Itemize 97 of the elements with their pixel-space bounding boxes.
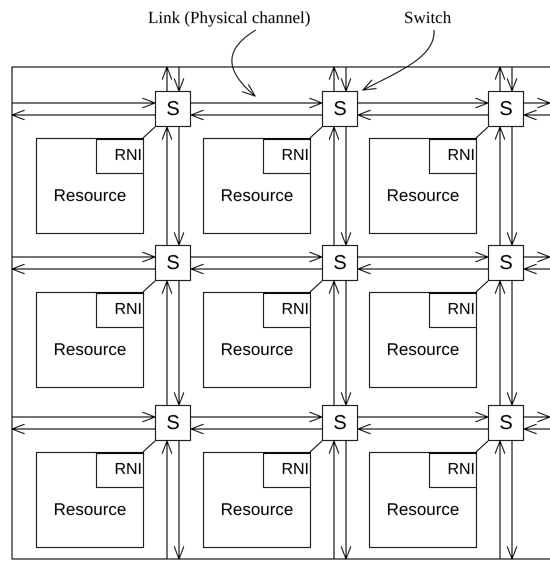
connector-line bbox=[476, 440, 488, 452]
arrow bbox=[328, 126, 340, 246]
arrow bbox=[506, 66, 518, 92]
resource-box bbox=[203, 292, 311, 388]
switch-box: S bbox=[488, 405, 524, 441]
resource-label: Resource bbox=[52, 186, 128, 206]
connector-line bbox=[476, 280, 488, 292]
arrow bbox=[358, 110, 488, 120]
interface-box: RNI bbox=[429, 139, 477, 174]
resource-label: Resource bbox=[386, 340, 460, 360]
arrow bbox=[494, 126, 506, 246]
resource-box bbox=[36, 292, 144, 388]
arrow bbox=[12, 252, 156, 262]
arrow bbox=[174, 440, 184, 560]
switch-box: S bbox=[155, 405, 191, 441]
connector-line bbox=[310, 440, 322, 452]
switch-box: S bbox=[322, 91, 358, 127]
arrow bbox=[162, 440, 172, 560]
resource-box bbox=[203, 452, 311, 548]
leader-line bbox=[231, 30, 256, 96]
arrow bbox=[358, 412, 488, 422]
resource-label: Resource bbox=[52, 500, 128, 520]
connector-line bbox=[142, 126, 156, 138]
interface-box: RNI bbox=[96, 453, 144, 488]
switch-box: S bbox=[322, 245, 358, 281]
arrow bbox=[190, 98, 322, 108]
arrow bbox=[328, 280, 340, 406]
resource-box bbox=[36, 452, 144, 548]
resource-label: Resource bbox=[386, 500, 460, 520]
arrow bbox=[494, 440, 506, 560]
arrow bbox=[12, 110, 156, 120]
interface-box: RNI bbox=[263, 139, 311, 174]
arrow bbox=[494, 66, 506, 92]
arrow bbox=[328, 66, 340, 92]
connector-line bbox=[142, 280, 156, 292]
arrow bbox=[506, 440, 518, 560]
switch-box: S bbox=[155, 91, 191, 127]
arrow bbox=[190, 110, 322, 120]
resource-label: Resource bbox=[52, 340, 128, 360]
arrow bbox=[358, 264, 488, 274]
resource-box bbox=[369, 292, 477, 388]
arrow bbox=[162, 280, 172, 406]
arrow bbox=[340, 440, 352, 560]
arrow bbox=[190, 264, 322, 274]
interface-box: RNI bbox=[429, 293, 477, 328]
arrow bbox=[524, 110, 550, 120]
switch-box: S bbox=[155, 245, 191, 281]
arrow bbox=[524, 98, 550, 108]
arrow bbox=[524, 252, 550, 262]
resource-box bbox=[369, 452, 477, 548]
resource-label: Resource bbox=[220, 500, 294, 520]
connector-line bbox=[310, 126, 322, 138]
switch-box: S bbox=[488, 245, 524, 281]
arrow bbox=[524, 424, 550, 434]
arrow bbox=[358, 252, 488, 262]
arrow bbox=[162, 66, 172, 92]
arrow bbox=[174, 66, 184, 92]
arrow bbox=[174, 280, 184, 406]
interface-box: RNI bbox=[429, 453, 477, 488]
interface-box: RNI bbox=[263, 453, 311, 488]
arrow bbox=[190, 424, 322, 434]
arrow bbox=[328, 440, 340, 560]
resource-label: Resource bbox=[386, 186, 460, 206]
arrow bbox=[524, 412, 550, 422]
connector-line bbox=[476, 126, 488, 138]
arrow bbox=[190, 412, 322, 422]
connector-line bbox=[310, 280, 322, 292]
arrow bbox=[162, 126, 172, 246]
resource-box bbox=[203, 138, 311, 234]
callout-label: Link (Physical channel) bbox=[148, 8, 310, 28]
switch-box: S bbox=[322, 405, 358, 441]
arrow bbox=[174, 126, 184, 246]
arrow bbox=[190, 252, 322, 262]
arrow bbox=[12, 98, 156, 108]
resource-label: Resource bbox=[220, 340, 294, 360]
leader-line bbox=[362, 30, 434, 90]
arrow bbox=[340, 66, 352, 92]
arrow bbox=[494, 280, 506, 406]
arrow bbox=[340, 280, 352, 406]
interface-box: RNI bbox=[263, 293, 311, 328]
arrow bbox=[12, 264, 156, 274]
resource-box bbox=[369, 138, 477, 234]
arrow bbox=[358, 98, 488, 108]
interface-box: RNI bbox=[96, 139, 144, 174]
arrow bbox=[506, 280, 518, 406]
callout-label: Switch bbox=[404, 8, 452, 28]
arrow bbox=[506, 126, 518, 246]
interface-box: RNI bbox=[96, 293, 144, 328]
connector-line bbox=[142, 440, 156, 452]
arrow bbox=[358, 424, 488, 434]
resource-label: Resource bbox=[220, 186, 294, 206]
arrow bbox=[12, 412, 156, 422]
arrow bbox=[12, 424, 156, 434]
arrow bbox=[340, 126, 352, 246]
arrow bbox=[524, 264, 550, 274]
resource-box bbox=[36, 138, 144, 234]
switch-box: S bbox=[488, 91, 524, 127]
